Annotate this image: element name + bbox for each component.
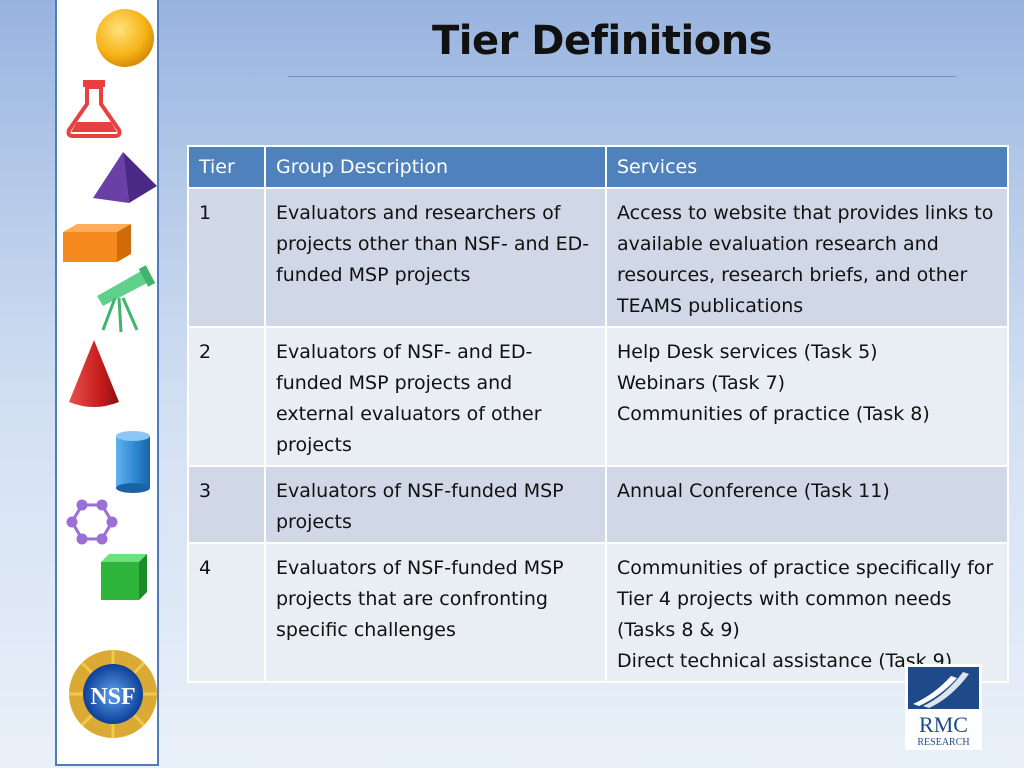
rmc-research-logo: RMC RESEARCH xyxy=(905,664,982,750)
header-tier: Tier xyxy=(187,145,266,189)
cylinder-icon xyxy=(116,431,150,493)
box-icon xyxy=(63,224,131,262)
cube-icon xyxy=(101,554,147,600)
page-title: Tier Definitions xyxy=(431,18,773,64)
service-item: Communities of practice (Task 8) xyxy=(617,403,930,425)
nsf-logo-text: NSF xyxy=(90,684,135,710)
group-cell: Evaluators of NSF- and ED-funded MSP pro… xyxy=(264,326,607,467)
tier-definitions-table: Tier Group Description Services 1 Evalua… xyxy=(187,145,1009,683)
group-cell: Evaluators of NSF-funded MSP projects xyxy=(264,465,607,544)
header-group-description: Group Description xyxy=(264,145,607,189)
rmc-logo-subtext: RESEARCH xyxy=(917,737,969,748)
flask-icon xyxy=(66,80,122,138)
service-item: Communities of practice specifically for… xyxy=(617,557,994,641)
nsf-logo: NSF xyxy=(69,650,157,738)
sphere-icon xyxy=(96,9,154,67)
tier-cell: 2 xyxy=(187,326,266,467)
services-cell: Access to website that provides links to… xyxy=(605,187,1009,328)
table-row: 3 Evaluators of NSF-funded MSP projects … xyxy=(187,465,1009,544)
services-cell: Communities of practice specifically for… xyxy=(605,542,1009,683)
tier-cell: 3 xyxy=(187,465,266,544)
decorative-icon-strip: NSF xyxy=(55,0,159,766)
title-divider xyxy=(288,76,956,77)
pyramid-icon xyxy=(93,152,157,203)
table-row: 1 Evaluators and researchers of projects… xyxy=(187,187,1009,328)
group-cell: Evaluators of NSF-funded MSP projects th… xyxy=(264,542,607,683)
tier-cell: 1 xyxy=(187,187,266,328)
service-item: Access to website that provides links to… xyxy=(617,202,994,317)
table-header-row: Tier Group Description Services xyxy=(187,145,1009,189)
service-item: Direct technical assistance (Task 9) xyxy=(617,650,953,672)
services-cell: Annual Conference (Task 11) xyxy=(605,465,1009,544)
telescope-icon xyxy=(97,265,156,333)
icon-strip-graphics: NSF xyxy=(63,9,157,738)
services-cell: Help Desk services (Task 5) Webinars (Ta… xyxy=(605,326,1009,467)
header-services: Services xyxy=(605,145,1009,189)
table-row: 4 Evaluators of NSF-funded MSP projects … xyxy=(187,542,1009,683)
group-cell: Evaluators and researchers of projects o… xyxy=(264,187,607,328)
service-item: Annual Conference (Task 11) xyxy=(617,480,890,502)
service-item: Help Desk services (Task 5) xyxy=(617,341,878,363)
table-row: 2 Evaluators of NSF- and ED-funded MSP p… xyxy=(187,326,1009,467)
hexagon-molecule-icon xyxy=(66,499,118,545)
cone-icon xyxy=(69,340,119,407)
rmc-logo-text: RMC xyxy=(919,712,968,737)
service-item: Webinars (Task 7) xyxy=(617,372,786,394)
tier-cell: 4 xyxy=(187,542,266,683)
